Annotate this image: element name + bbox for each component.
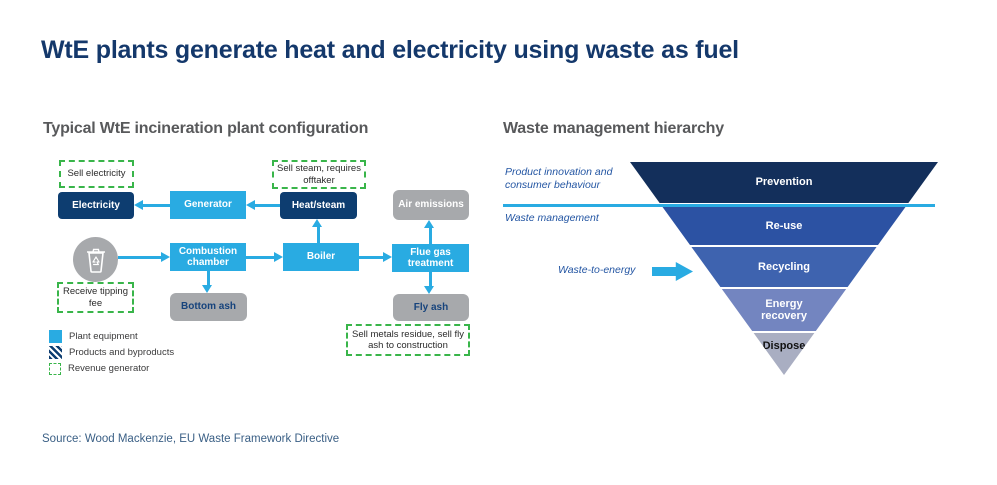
- legend-swatch-revenue-generator: [49, 362, 61, 375]
- note-sell-steam: Sell steam, requires offtaker: [272, 160, 366, 189]
- arrow-heatsteam-to-generator-head: [246, 200, 255, 210]
- node-combustion-chamber: Combustion chamber: [170, 243, 246, 271]
- pyramid-level-energy-recovery: Energy recovery: [721, 289, 847, 331]
- arrow-fluegas-to-flyash-head: [424, 286, 434, 294]
- pyramid-level-label: Re-use: [765, 219, 803, 232]
- node-bottom-ash: Bottom ash: [170, 293, 247, 321]
- label-waste-to-energy: Waste-to-energy: [558, 264, 636, 276]
- arrow-combustion-to-boiler-head: [274, 252, 283, 262]
- trash-can-icon: [86, 248, 105, 273]
- note-sell-metals-label: Sell metals residue, sell fly ash to con…: [352, 328, 464, 351]
- note-sell-metals: Sell metals residue, sell fly ash to con…: [346, 324, 470, 356]
- label-waste-management: Waste management: [505, 212, 599, 224]
- pyramid-level-label: Energy recovery: [761, 297, 807, 322]
- note-sell-electricity: Sell electricity: [59, 160, 134, 188]
- node-heat-steam: Heat/steam: [280, 192, 357, 219]
- legend-swatch-plant-equipment: [49, 330, 62, 343]
- waste-bin-icon: [73, 237, 118, 282]
- note-receive-tipping-fee-label: Receive tipping fee: [63, 286, 128, 309]
- arrow-fluegas-to-airemissions-line: [429, 227, 432, 244]
- node-electricity: Electricity: [58, 192, 134, 219]
- arrow-heatsteam-to-generator-line: [255, 204, 280, 207]
- arrow-combustion-to-bottomash-line: [207, 271, 210, 286]
- pyramid-level-re-use: Re-use: [662, 207, 906, 245]
- arrow-boiler-to-fluegas-line: [359, 256, 383, 259]
- arrow-generator-to-electricity-head: [134, 200, 143, 210]
- arrow-bin-to-combustion-line: [118, 256, 161, 259]
- arrow-fluegas-to-flyash-line: [429, 272, 432, 287]
- flowchart-heading: Typical WtE incineration plant configura…: [43, 120, 369, 137]
- node-fly-ash: Fly ash: [393, 294, 469, 321]
- legend-label-plant-equipment: Plant equipment: [69, 331, 138, 342]
- pyramid-level-label: Prevention: [755, 176, 813, 189]
- node-generator: Generator: [170, 191, 246, 219]
- page-title: WtE plants generate heat and electricity…: [41, 36, 739, 64]
- arrow-combustion-to-bottomash-head: [202, 285, 212, 293]
- legend-swatch-products-and-byproducts: [49, 346, 62, 359]
- source-line: Source: Wood Mackenzie, EU Waste Framewo…: [42, 433, 340, 445]
- legend-row-revenue-generator: Revenue generator: [49, 361, 174, 376]
- legend-label-products-and-byproducts: Products and byproducts: [69, 347, 175, 358]
- pyramid-level-dispose: Dispose: [753, 333, 815, 375]
- arrow-boiler-to-heatsteam-line: [317, 226, 320, 243]
- legend-label-revenue-generator: Revenue generator: [68, 363, 150, 374]
- node-boiler: Boiler: [283, 243, 359, 271]
- note-sell-electricity-label: Sell electricity: [67, 168, 126, 180]
- legend-row-plant-equipment: Plant equipment: [49, 329, 174, 344]
- node-air-emissions: Air emissions: [393, 190, 469, 220]
- arrow-boiler-to-heatsteam-head: [312, 219, 322, 227]
- legend-row-products-and-byproducts: Products and byproducts: [49, 345, 174, 360]
- node-flue-gas-treatment: Flue gas treatment: [392, 244, 469, 272]
- arrow-generator-to-electricity-line: [143, 204, 170, 207]
- note-sell-steam-label: Sell steam, requires offtaker: [277, 163, 361, 186]
- arrow-boiler-to-fluegas-head: [383, 252, 392, 262]
- hierarchy-divider-line: [503, 204, 935, 207]
- hierarchy-heading: Waste management hierarchy: [503, 120, 724, 137]
- pyramid-level-recycling: Recycling: [691, 247, 877, 287]
- pyramid-level-label: Recycling: [758, 260, 810, 273]
- pyramid-level-label: Dispose: [762, 340, 806, 352]
- pyramid-level-prevention: Prevention: [630, 162, 938, 203]
- label-product-innovation: Product innovation and consumer behaviou…: [505, 166, 613, 192]
- arrow-bin-to-combustion-head: [161, 252, 170, 262]
- arrow-combustion-to-boiler-line: [246, 256, 274, 259]
- arrow-fluegas-to-airemissions-head: [424, 220, 434, 228]
- note-receive-tipping-fee: Receive tipping fee: [57, 282, 134, 313]
